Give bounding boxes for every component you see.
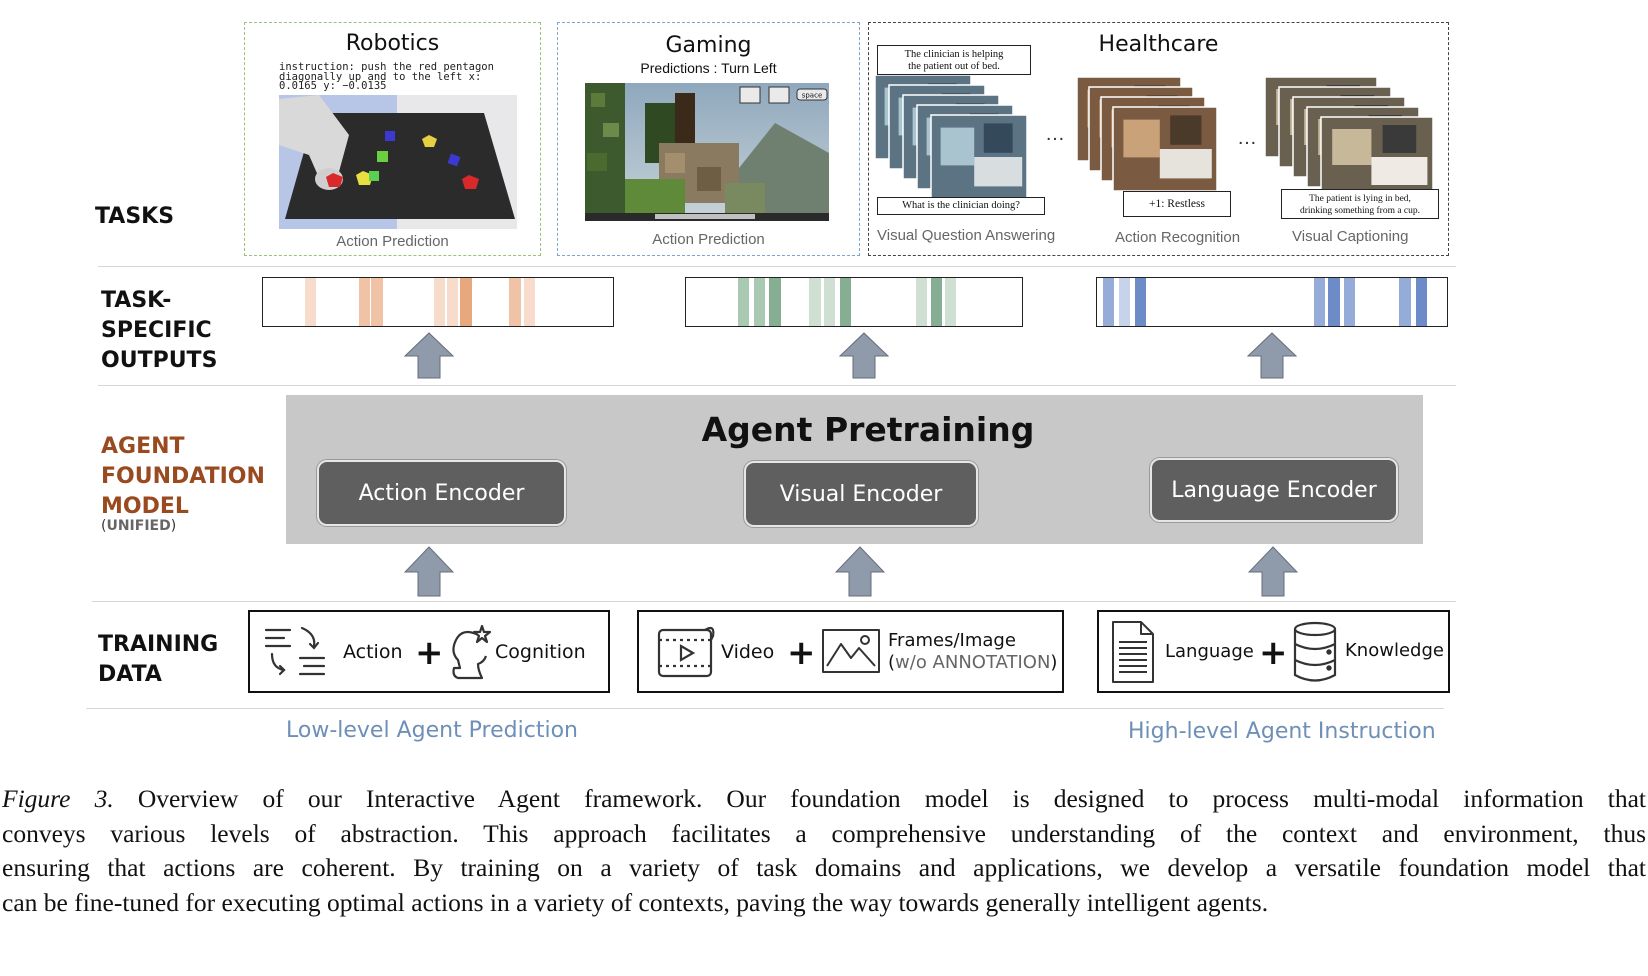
output-token [1416,278,1427,326]
healthcare-frames-vqa [875,75,1028,200]
training-plus-2: + [787,633,816,673]
language-encoder: Language Encoder [1150,458,1398,522]
output-token [769,278,781,326]
robotics-scene-image [279,95,517,229]
output-token [371,278,383,326]
training-box-action-cognition: Action + Cognition [248,610,610,693]
speech-bubble-restless: +1: Restless [1123,191,1231,217]
task-gaming-subtitle: Action Prediction [652,231,765,248]
output-token [1344,278,1355,326]
output-token [840,278,851,326]
task-robotics: Robotics instruction: push the red penta… [244,22,541,256]
output-token [1328,278,1340,326]
output-token [524,278,535,326]
visual-encoder: Visual Encoder [744,461,978,527]
output-token [916,278,927,326]
output-strip-action [262,277,614,327]
separator-training [86,708,1444,709]
output-token [305,278,316,326]
gaming-hud-space-key: space [802,92,823,100]
up-arrow-icon [404,332,454,379]
robotics-instruction: instruction: push the red pentagon diago… [279,61,494,92]
task-gaming-title: Gaming [665,33,752,58]
cognition-head-icon [452,624,492,680]
video-film-icon [657,626,715,678]
caption-line-1: Figure 3. Overview of our Interactive Ag… [2,784,1646,813]
task-gaming: Gaming Predictions : Turn Left space Act… [557,22,860,256]
action-encoder: Action Encoder [317,460,566,526]
gaming-prediction-label: Predictions : Turn Left [640,60,777,76]
healthcare-frames-recognition [1077,77,1218,192]
speech-bubble-caption: The patient is lying in bed, drinking so… [1281,189,1439,219]
document-icon [1112,621,1154,683]
training-annotation-label: (w/o ANNOTATION) [888,652,1058,673]
training-frames-label: Frames/Image [888,630,1016,651]
healthcare-ellipsis-1: … [1045,123,1065,145]
task-robotics-subtitle: Action Prediction [336,233,449,250]
row-label-task-specific-outputs: TASK- SPECIFIC OUTPUTS [101,288,218,373]
image-mountain-icon [822,629,880,673]
output-token [1103,278,1114,326]
up-arrow-icon [835,546,885,597]
separator-tasks [98,266,1456,267]
separator-foundation [92,601,1456,602]
training-video-label: Video [721,641,775,663]
database-icon [1293,621,1337,682]
task-healthcare-sub-captioning: Visual Captioning [1292,228,1409,245]
output-token [738,278,749,326]
output-token [824,278,835,326]
training-cognition-label: Cognition [495,641,586,663]
output-token [1119,278,1130,326]
row-label-tasks: TASKS [95,204,175,229]
training-knowledge-label: Knowledge [1345,640,1444,661]
output-token [1135,278,1146,326]
output-token [754,278,765,326]
healthcare-frames-captioning [1265,77,1434,197]
speech-bubble-question: What is the clinician doing? [877,197,1045,215]
row-label-unified: (UNIFIED) [101,518,177,534]
up-arrow-icon [1248,546,1298,597]
caption-line-3: ensuring that actions are coherent. By t… [2,853,1646,882]
training-plus-3: + [1259,633,1288,673]
task-robotics-title: Robotics [345,31,440,56]
figure-caption: Figure 3. Overview of our Interactive Ag… [2,782,1646,920]
speech-bubble-top: The clinician is helping the patient out… [877,45,1031,75]
output-token [1399,278,1411,326]
footer-low-level-label: Low-level Agent Prediction [286,718,578,743]
caption-line-4: can be fine-tuned for executing optimal … [2,887,1269,917]
output-token [945,278,956,326]
output-token [931,278,942,326]
row-label-agent-foundation-model: AGENT FOUNDATION MODEL [101,434,265,519]
up-arrow-icon [839,332,889,379]
training-plus-1: + [415,633,444,673]
training-box-language-knowledge: Language + Knowledge [1097,610,1450,693]
caption-line-2: conveys various levels of abstraction. T… [2,818,1646,848]
training-box-video-frames: Video + Frames/Image (w/o ANNOTATION) [637,610,1064,693]
task-healthcare-title: Healthcare [1098,32,1219,57]
separator-outputs [98,385,1456,386]
output-strip-language [1096,277,1448,327]
up-arrow-icon [1247,332,1297,379]
agent-pretraining-title: Agent Pretraining [701,410,1035,449]
up-arrow-icon [404,546,454,597]
output-token [809,278,821,326]
output-token [1314,278,1325,326]
action-list-icon [264,626,326,676]
healthcare-ellipsis-2: … [1237,127,1257,149]
output-strip-visual [685,277,1023,327]
training-language-label: Language [1165,641,1254,662]
output-token [460,278,472,326]
output-token [447,278,458,326]
output-token [359,278,370,326]
footer-high-level-label: High-level Agent Instruction [1128,719,1436,744]
training-action-label: Action [343,641,403,663]
task-healthcare-sub-vqa: Visual Question Answering [877,227,1056,244]
gaming-scene-image: space [585,83,829,221]
output-token [509,278,521,326]
row-label-training-data: TRAINING DATA [98,632,219,687]
output-token [434,278,445,326]
task-healthcare: Healthcare The clinician is helping the … [868,22,1449,256]
task-healthcare-sub-recognition: Action Recognition [1115,229,1241,246]
